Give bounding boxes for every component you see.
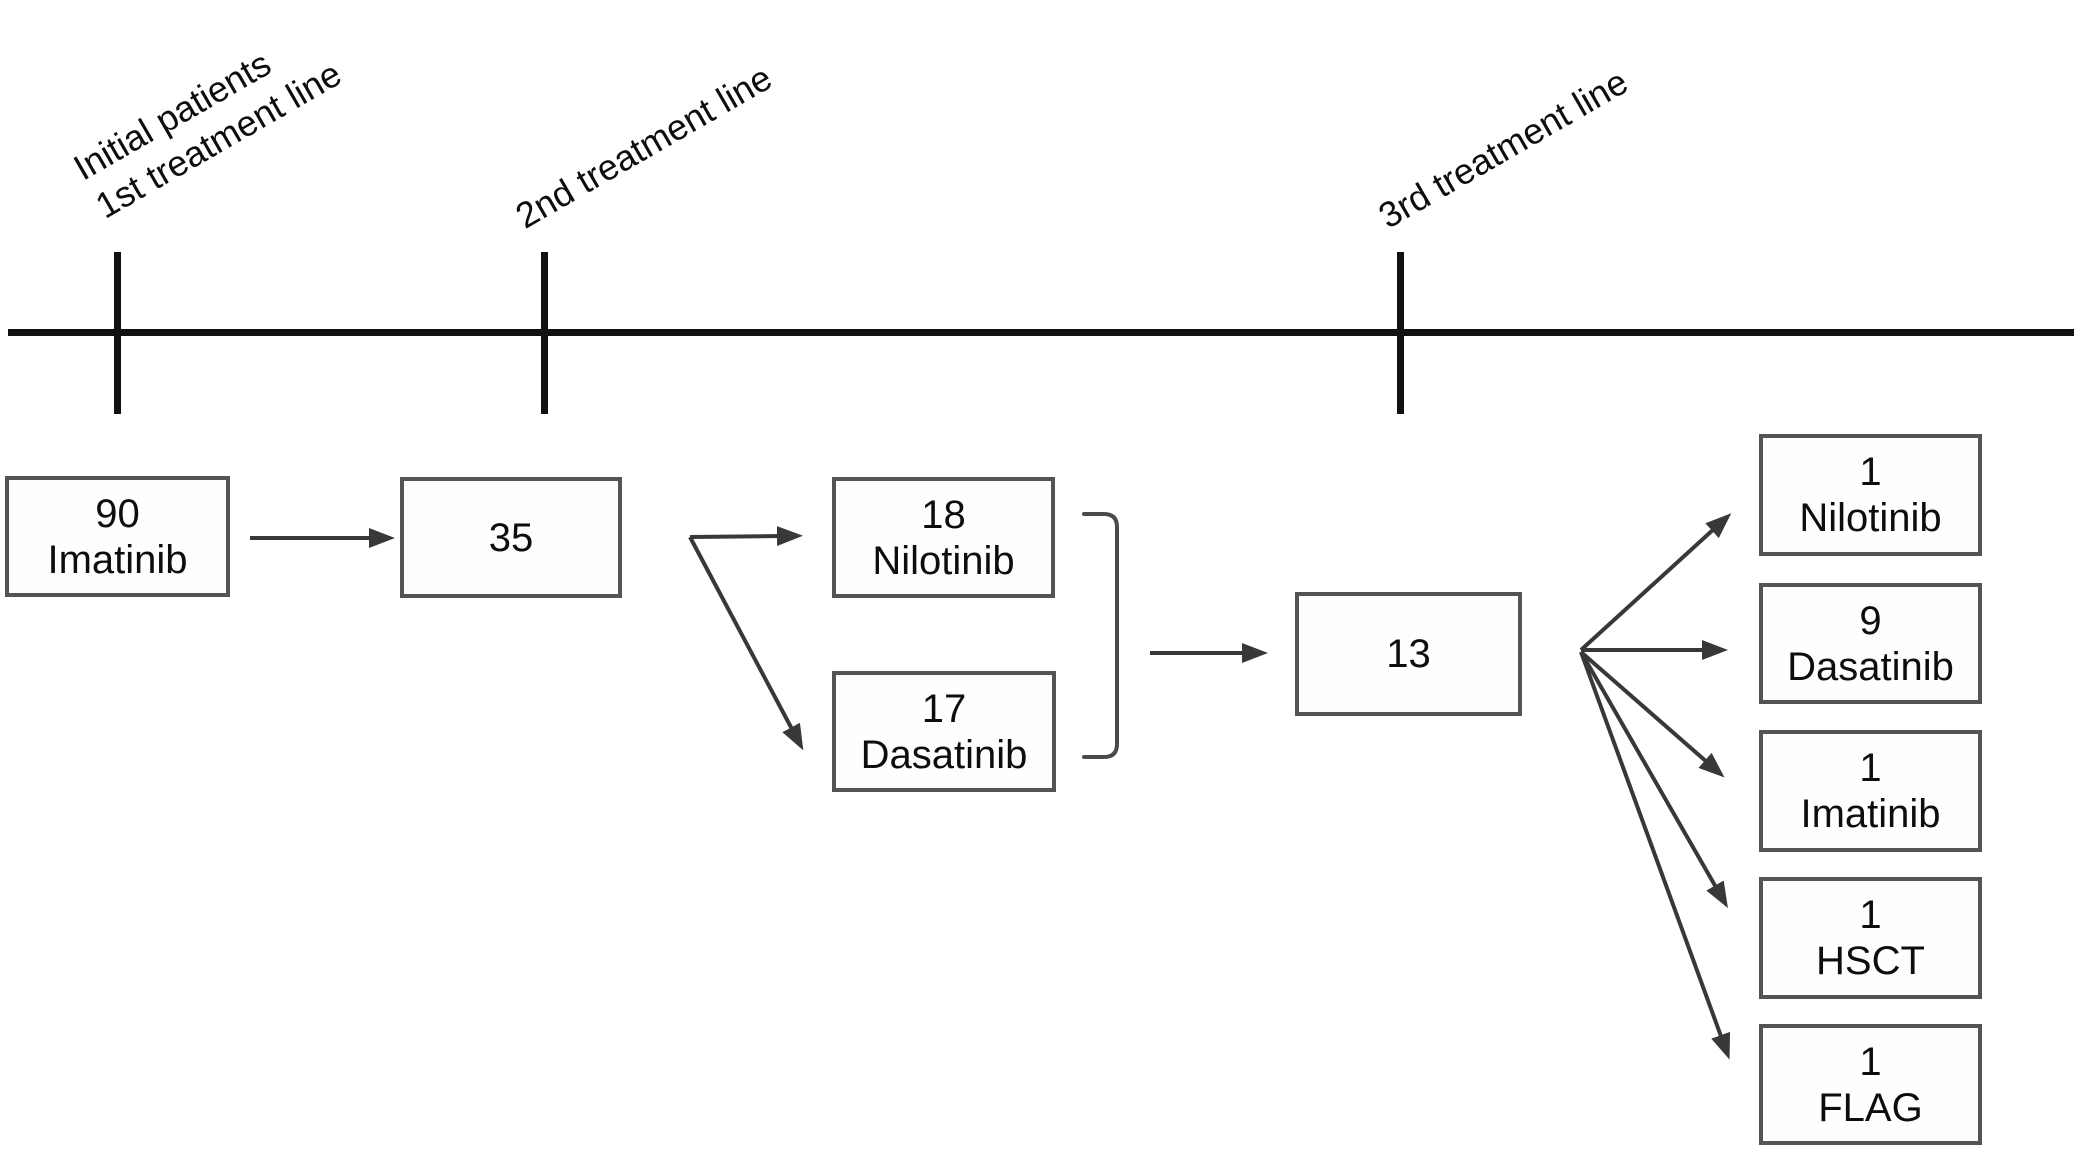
node-count: 90 — [95, 491, 140, 536]
node-count: 17 — [921, 686, 967, 731]
node-35: 35 — [400, 477, 622, 598]
node-drug: Imatinib — [47, 537, 188, 582]
node-count: 1 — [1859, 893, 1882, 937]
node-drug: HSCT — [1816, 939, 1925, 983]
arrow-13-to-1flag — [1579, 651, 1731, 1060]
timeline-label-initial-patients: Initial patients 1st treatment line — [66, 14, 349, 228]
arrow-35-to-18nilotinib — [689, 526, 803, 547]
timeline-label-line: 3rd treatment line — [1371, 60, 1635, 237]
node-drug: Nilotinib — [872, 538, 1015, 583]
timeline-label-3rd-treatment-line: 3rd treatment line — [1371, 60, 1636, 238]
node-1-nilotinib: 1 Nilotinib — [1759, 434, 1982, 556]
bracket-18-17 — [1082, 512, 1119, 759]
node-17-dasatinib: 17 Dasatinib — [832, 671, 1056, 792]
node-13: 13 — [1295, 592, 1522, 716]
timeline-label-line: 2nd treatment line — [508, 56, 779, 237]
node-9-dasatinib: 9 Dasatinib — [1759, 583, 1982, 704]
arrow-13-to-1hsct — [1579, 651, 1728, 909]
timeline-axis — [8, 329, 2074, 336]
node-1-hsct: 1 HSCT — [1759, 877, 1982, 999]
arrow-35-to-17dasatinib — [688, 536, 804, 751]
node-count: 9 — [1859, 598, 1882, 643]
node-18-nilotinib: 18 Nilotinib — [832, 477, 1055, 598]
timeline-label-2nd-treatment-line: 2nd treatment line — [508, 56, 780, 238]
node-1-imatinib: 1 Imatinib — [1759, 730, 1982, 852]
node-count: 1 — [1859, 1039, 1882, 1084]
node-count: 35 — [488, 515, 534, 560]
node-count: 13 — [1386, 632, 1431, 676]
node-drug: Dasatinib — [1787, 644, 1954, 689]
node-count: 1 — [1859, 746, 1882, 790]
timeline-tick-3rd-line — [1397, 252, 1404, 414]
arrow-13-to-1nilotinib — [1579, 513, 1732, 652]
node-90-imatinib: 90 Imatinib — [5, 476, 230, 597]
node-drug: Dasatinib — [860, 732, 1028, 777]
arrow-13-to-1imatinib — [1579, 650, 1725, 778]
node-drug: Imatinib — [1800, 792, 1941, 836]
timeline-tick-1st-line — [114, 252, 121, 414]
node-1-flag: 1 FLAG — [1759, 1024, 1982, 1145]
timeline-tick-2nd-line — [541, 252, 548, 414]
node-drug: FLAG — [1818, 1085, 1923, 1130]
node-count: 18 — [921, 492, 966, 537]
node-drug: Nilotinib — [1799, 496, 1942, 540]
node-count: 1 — [1859, 450, 1882, 494]
